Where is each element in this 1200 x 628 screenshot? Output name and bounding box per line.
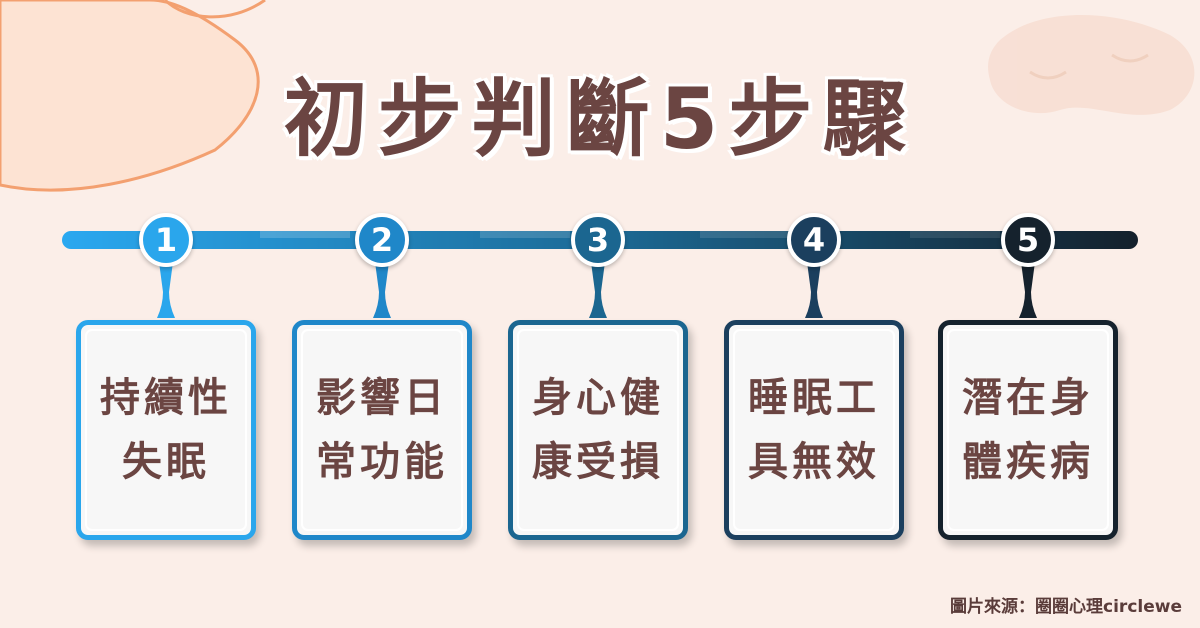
step-number-4: 4: [787, 213, 841, 267]
step-card-1: 持續性失眠: [76, 320, 256, 540]
background-swirl: [163, 0, 266, 19]
timeline-segment: [260, 231, 350, 238]
step-card-4: 睡眠工具無效: [724, 320, 904, 540]
step-number-3: 3: [571, 213, 625, 267]
step-number-1: 1: [139, 213, 193, 267]
step-connector: [373, 262, 391, 318]
step-label: 睡眠工具無效: [748, 375, 880, 485]
background-blob: [0, 0, 260, 192]
step-label: 持續性失眠: [100, 375, 232, 485]
timeline-segment: [480, 231, 570, 238]
page-title: 初步判斷5步驟: [283, 70, 917, 168]
step-label: 影響日常功能: [316, 375, 448, 485]
step-number-5: 5: [1001, 213, 1055, 267]
step-label: 身心健康受損: [532, 375, 664, 485]
image-credit: 圖片來源：圈圈心理circlewe: [950, 597, 1182, 617]
step-connector: [157, 262, 175, 318]
step-label: 潛在身體疾病: [962, 375, 1094, 485]
step-connector: [589, 262, 607, 318]
step-card-5: 潛在身體疾病: [938, 320, 1118, 540]
timeline-segment: [700, 231, 790, 238]
step-connector: [805, 262, 823, 318]
step-connector: [1019, 262, 1037, 318]
timeline-segment: [910, 231, 1000, 238]
step-number-2: 2: [355, 213, 409, 267]
step-card-3: 身心健康受損: [508, 320, 688, 540]
step-card-2: 影響日常功能: [292, 320, 472, 540]
sleep-mask-icon: [988, 15, 1195, 115]
